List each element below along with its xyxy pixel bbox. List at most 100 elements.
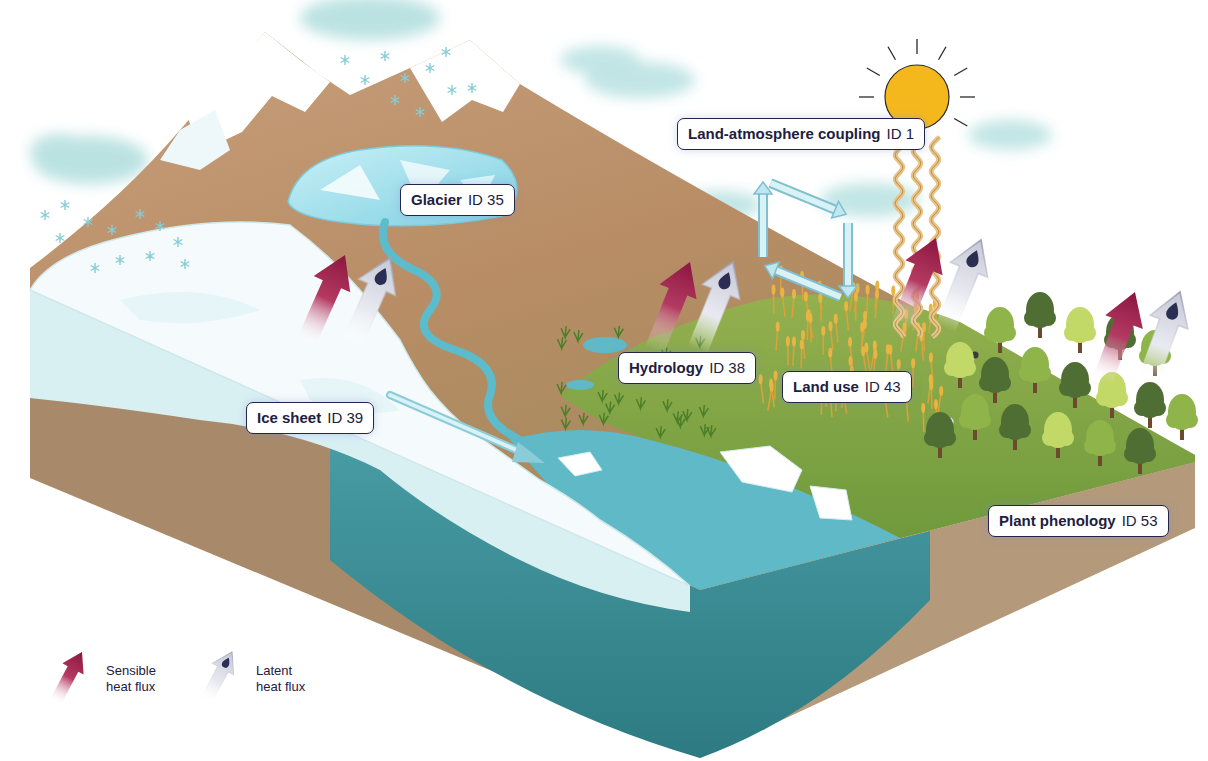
- tree: [999, 422, 1015, 438]
- crop-stalk: [772, 285, 776, 314]
- label-id: ID 1: [887, 125, 915, 143]
- tree: [1064, 307, 1096, 353]
- tree: [1040, 310, 1056, 326]
- snowflake: [61, 200, 70, 210]
- glacier-ice: [320, 165, 380, 200]
- crop-stalk: [875, 280, 879, 290]
- ice-flow-arrow: [390, 395, 545, 463]
- tree: [1042, 430, 1058, 446]
- tree: [944, 360, 960, 376]
- crop-stalk: [800, 340, 804, 369]
- grass-tuft: [615, 392, 624, 403]
- snowflake: [361, 75, 370, 85]
- crop-stalk: [938, 393, 942, 415]
- label-box: HydrologyID 38: [618, 352, 756, 384]
- snowflake: [108, 225, 117, 235]
- crop-stalk: [804, 292, 808, 302]
- coupling-arrow: [845, 223, 851, 292]
- snowflake: [341, 55, 350, 65]
- lakes: [566, 380, 594, 390]
- crop-stalk: [768, 389, 772, 411]
- grass-tuft: [663, 399, 672, 410]
- ice-floes: [558, 446, 852, 520]
- snowflake: [401, 73, 410, 83]
- coupling-cycle-icon: [754, 182, 857, 298]
- grass-tuft: [707, 425, 716, 436]
- sun-ray: [954, 119, 967, 127]
- tree: [984, 307, 1016, 353]
- crop-stalk: [761, 381, 764, 403]
- label-title: Land use: [793, 378, 859, 396]
- tree: [1166, 394, 1198, 440]
- sensible-heat-swatch: [40, 648, 102, 710]
- crop-stalk: [846, 308, 848, 330]
- crop-stalk: [897, 359, 901, 369]
- legend-entry: Latent heat flux: [190, 648, 318, 710]
- crop-stalk: [860, 322, 864, 332]
- latent-heat-arrow: [679, 255, 752, 358]
- coupling-arrow: [754, 182, 772, 194]
- crop-stalk: [793, 344, 794, 366]
- crop-stalk: [828, 348, 832, 358]
- latent-heat-arrow: [927, 233, 1000, 336]
- tree: [1100, 438, 1116, 454]
- crop-stalk: [866, 285, 870, 295]
- sensible-heat-swatch: [45, 648, 93, 708]
- snowflake: [146, 251, 155, 261]
- crop-stalk: [786, 336, 790, 346]
- tree: [924, 412, 956, 458]
- tree: [1150, 400, 1166, 416]
- sun-ray: [867, 68, 880, 76]
- crop-stalk: [922, 410, 924, 432]
- ice-sheet: [30, 222, 690, 612]
- crop-stalk: [921, 403, 925, 432]
- crop-stalk: [829, 321, 833, 331]
- coupling-arrow: [770, 183, 840, 212]
- tree: [1124, 428, 1156, 474]
- snowflake: [442, 47, 451, 57]
- snow-caps: [160, 110, 230, 170]
- clouds: [820, 183, 920, 217]
- tree: [959, 412, 975, 428]
- snowflake: [391, 95, 400, 105]
- crop-stalk: [810, 320, 812, 342]
- ice-sheet: [120, 292, 260, 323]
- snowflake: [381, 51, 390, 61]
- tree: [924, 430, 940, 446]
- crop-stalk: [875, 289, 879, 318]
- tree: [1058, 430, 1074, 446]
- ice-floes: [810, 486, 852, 520]
- crop-stalk: [866, 349, 870, 371]
- tree: [1182, 412, 1198, 428]
- snowflake: [468, 83, 477, 93]
- sun-ray: [859, 96, 874, 97]
- crop-stalk: [911, 358, 915, 368]
- snowflake: [91, 263, 100, 273]
- crop-stalk: [916, 329, 919, 351]
- sun-ray: [916, 39, 917, 54]
- crop-stalk: [759, 374, 764, 403]
- grass-tuft: [636, 397, 645, 408]
- tree: [995, 375, 1011, 391]
- label-box: GlacierID 35: [400, 184, 515, 216]
- crop-stalk: [929, 380, 933, 409]
- coupling-arrow: [765, 262, 780, 279]
- grass-tuft: [599, 413, 608, 424]
- crop-stalk: [921, 339, 923, 361]
- latent-heat-swatch: [195, 648, 243, 708]
- tree: [1024, 292, 1056, 338]
- crop-stalk: [792, 296, 794, 318]
- crop-stalk: [912, 365, 914, 387]
- crop-stalk: [776, 322, 780, 332]
- grass-tuft: [699, 405, 708, 416]
- crop-stalk: [873, 349, 877, 359]
- grass-tuft: [561, 418, 570, 429]
- crop-stalk: [844, 301, 848, 330]
- mountain-surface: [30, 32, 1195, 590]
- crop-stalk: [792, 337, 796, 366]
- tree: [1000, 325, 1016, 341]
- crop-stalk: [801, 330, 805, 340]
- tree: [1019, 365, 1035, 381]
